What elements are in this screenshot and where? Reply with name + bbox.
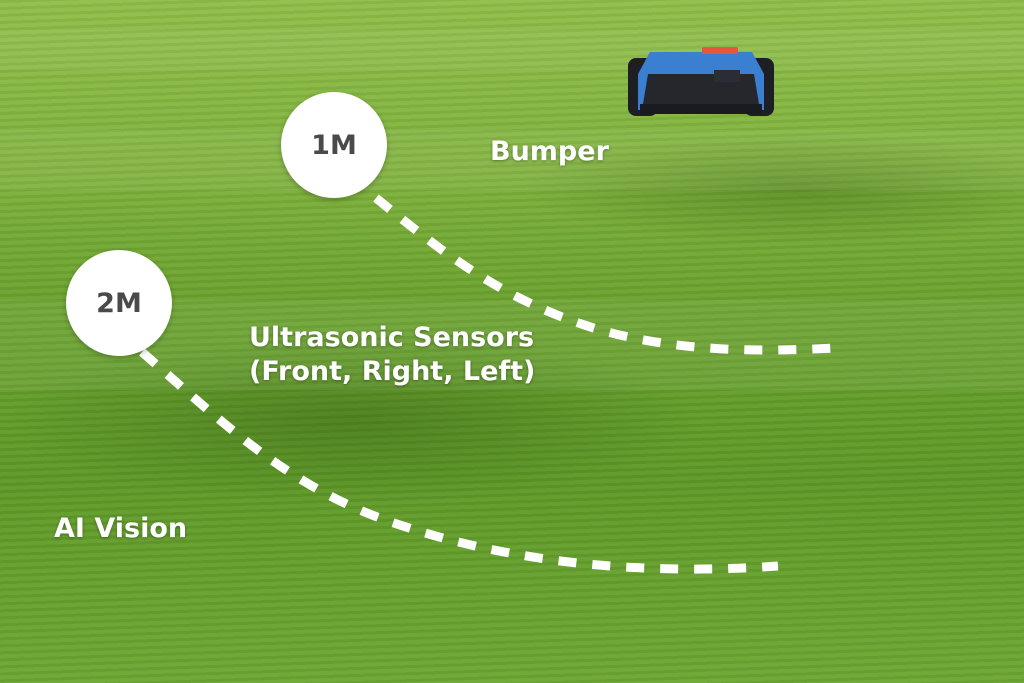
two-meter-range-line: [139, 348, 779, 574]
ultrasonic-label-line1: Ultrasonic Sensors: [249, 322, 535, 353]
two-meter-badge: 2M: [66, 250, 172, 356]
one-meter-text: 1M: [311, 129, 357, 161]
mowing-stripe: [0, 30, 1024, 70]
ultrasonic-sensors-label: Ultrasonic Sensors (Front, Right, Left): [249, 321, 535, 389]
bumper-label: Bumper: [490, 136, 609, 167]
robot-lawn-mower: [628, 47, 774, 116]
ultrasonic-label-line2: (Front, Right, Left): [249, 356, 536, 387]
one-meter-range-line: [373, 194, 836, 355]
two-meter-text: 2M: [96, 287, 142, 319]
ai-vision-label: AI Vision: [54, 513, 188, 544]
mowing-stripe: [0, 130, 1024, 190]
one-meter-badge: 1M: [281, 92, 387, 198]
